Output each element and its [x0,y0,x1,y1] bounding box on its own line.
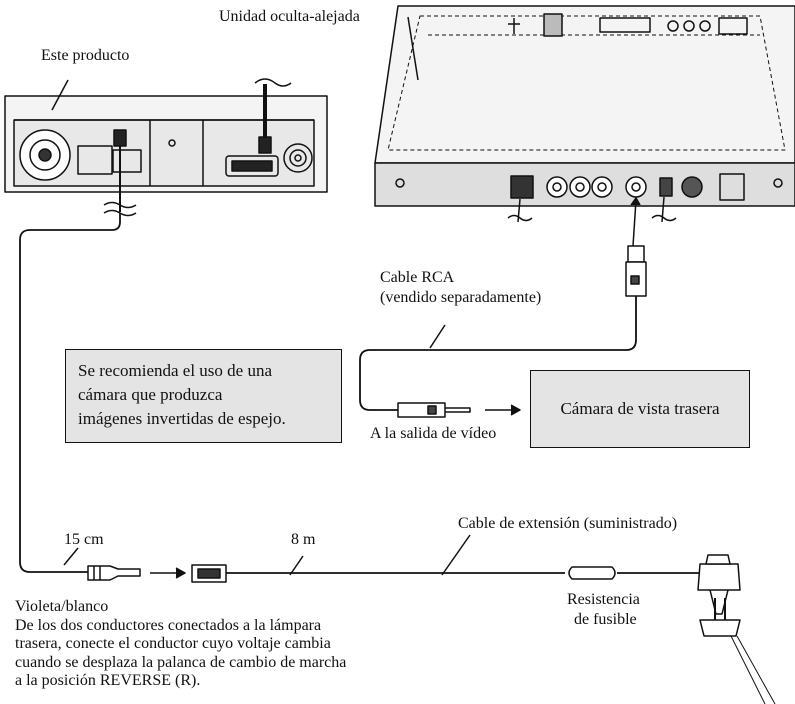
instruction-line-4: a la posición REVERSE (R). [15,672,201,689]
wire-color-label: Violeta/blanco [15,598,109,615]
video-output-label: A la salida de vídeo [370,425,497,442]
note-line-1: Se recomienda el uso de una [78,361,273,380]
rca-cable-note: (vendido separadamente) [380,289,542,306]
rear-view-camera-label: Cámara de vista trasera [560,399,720,418]
rca-cable [359,197,647,418]
wire-instruction: Violeta/blanco De los dos conductores co… [15,598,346,691]
extension-cable-label: Cable de extensión (suministrado) [458,515,678,532]
fuse-resistor-label-2: de fusible [574,611,637,628]
rca-cable-label: Cable RCA [380,269,455,286]
this-product-label: Este producto [41,47,130,64]
fuse-resistor-label: Resistencia [567,591,640,608]
head-unit [4,78,328,193]
instruction-line-1: De los dos conductores conectados a la l… [15,616,322,634]
length-8m-label: 8 m [291,531,316,548]
note-line-3: imágenes invertidas de espejo. [78,409,286,428]
fuse-resistor [568,566,616,580]
wire-splice-clip [697,554,741,637]
camera-recommendation-note: Se recomienda el uso de una cámara que p… [65,349,342,443]
note-line-2: cámara que produzca [78,385,223,404]
instruction-line-2: trasera, conecte el conductor cuyo volta… [15,635,331,652]
hidden-unit-label: Unidad oculta-alejada [219,8,360,25]
instruction-line-3: cuando se desplaza la palanca de cambio … [15,653,347,671]
hidden-unit [374,5,795,223]
wire-connector [87,564,227,583]
length-15cm-label: 15 cm [64,531,104,548]
rear-view-camera-box: Cámara de vista trasera [530,370,750,448]
